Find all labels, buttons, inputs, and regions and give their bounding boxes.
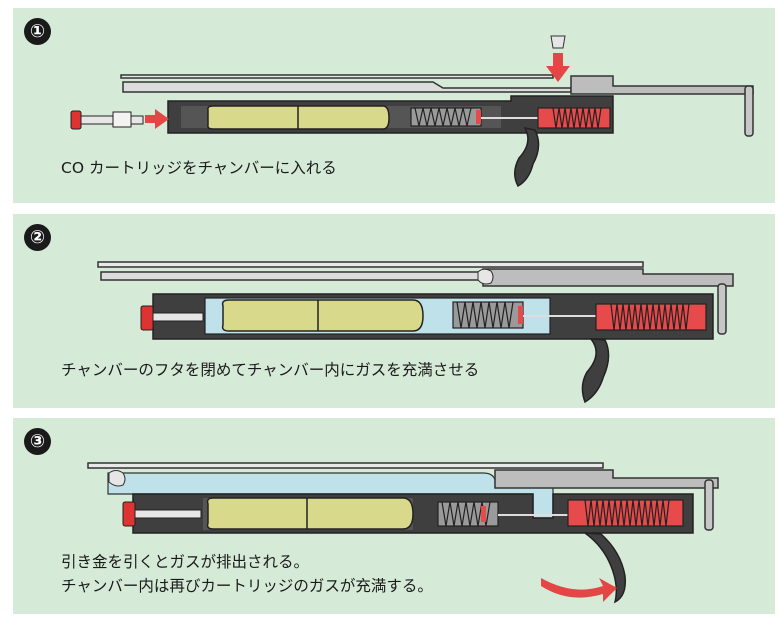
barrel-top	[97, 261, 644, 268]
chamber-cap	[140, 305, 154, 331]
step-3-caption-line-1: 引き金を引くとガスが排出される。	[61, 553, 310, 571]
rear-post	[704, 479, 714, 531]
trigger	[514, 126, 540, 188]
step-3-caption-line-2: チャンバー内は再びカートリッジのガスが充満する。	[61, 577, 433, 595]
top-rail	[494, 469, 719, 489]
valve-spring	[456, 301, 514, 329]
step-number: ②	[24, 224, 51, 251]
rear-post	[744, 85, 754, 137]
step-2-caption: チャンバーのフタを閉めてチャンバー内にガスを充満させる	[61, 361, 480, 379]
hammer-spring	[552, 107, 602, 129]
rear-post	[717, 283, 727, 335]
barrel-top	[120, 74, 554, 79]
down-arrow	[546, 53, 570, 82]
step-3-panel: ③ 引き金を引くとガスが排出される。 チャンバー内は再びカートリッジのガスが充満…	[13, 418, 775, 614]
cap-screw	[134, 509, 202, 519]
trigger-pulled	[582, 532, 627, 604]
co-cartridge	[206, 497, 414, 530]
barrel-lower	[122, 81, 572, 93]
step-1-diagram	[70, 35, 754, 188]
step-3-diagram	[87, 462, 719, 604]
cap-nut	[112, 111, 132, 128]
cap-screw	[80, 115, 144, 125]
valve-spring	[441, 501, 491, 527]
cap-screw	[152, 312, 204, 322]
hammer-spring	[584, 499, 670, 527]
bolt-ball	[108, 470, 126, 487]
pull-arrow	[541, 578, 617, 602]
chamber-cap	[70, 110, 82, 130]
step-2-panel: ② チャンバーのフタを閉めてチャンバー内にガスを充満させる	[13, 214, 775, 408]
step-1-caption: CO カートリッジをチャンバーに入れる	[61, 159, 337, 177]
co-cartridge	[221, 299, 424, 332]
valve-seal	[476, 110, 481, 124]
barrel-lower	[100, 271, 484, 281]
top-rail	[570, 75, 754, 95]
insert-arrow	[145, 109, 169, 129]
bolt-ball	[477, 268, 494, 285]
step-1-panel: ① CO カートリッジをチャンバーに入れる	[13, 8, 775, 203]
step-number: ①	[24, 18, 51, 45]
valve-seal	[481, 506, 486, 522]
trigger	[581, 338, 610, 404]
top-rail	[482, 268, 734, 287]
chamber-cap	[122, 501, 136, 527]
hammer-spring	[610, 303, 690, 331]
barrel-top	[87, 462, 604, 469]
valve-seal	[518, 306, 523, 324]
step-2-diagram	[97, 261, 734, 404]
step-number: ③	[24, 428, 51, 455]
valve-spring	[414, 107, 472, 127]
close-lever-icon	[550, 35, 566, 49]
